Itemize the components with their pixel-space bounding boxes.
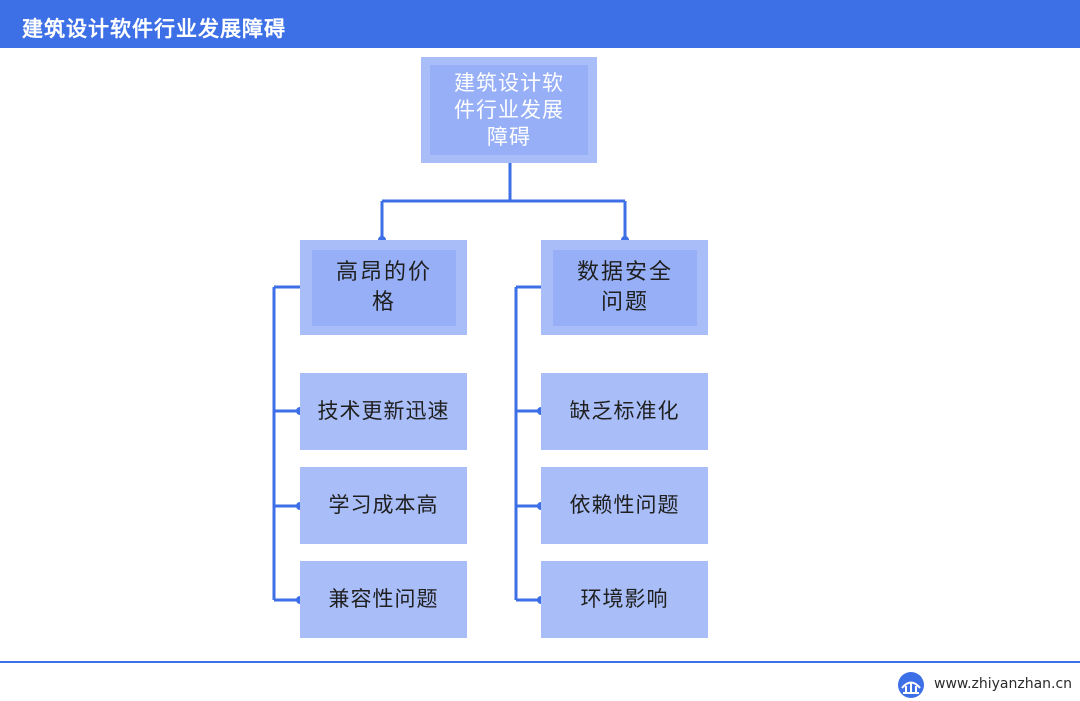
leaf-node: 环境影响 <box>541 561 708 638</box>
leaf-node-label: 依赖性问题 <box>569 493 680 517</box>
page-title: 建筑设计软件行业发展障碍 <box>22 17 286 41</box>
root-node-label: 建筑设计软件行业发展障碍 <box>454 70 564 149</box>
leaf-node-label: 环境影响 <box>580 587 669 611</box>
footer-url: www.zhiyanzhan.cn <box>934 676 1073 692</box>
footer-line <box>0 661 1080 663</box>
brand-logo-icon <box>898 672 924 698</box>
leaf-node: 学习成本高 <box>300 467 467 544</box>
leaf-node: 依赖性问题 <box>541 467 708 544</box>
leaf-node-label: 学习成本高 <box>328 493 439 517</box>
leaf-node-label: 兼容性问题 <box>328 587 439 611</box>
leaf-node-label: 缺乏标准化 <box>569 399 680 423</box>
branch-node-price: 高昂的价格 <box>300 240 467 335</box>
leaf-node-label: 技术更新迅速 <box>317 399 450 423</box>
branch-node-data-security-label: 数据安全问题 <box>576 260 673 315</box>
header-bar: 建筑设计软件行业发展障碍 <box>0 0 1080 48</box>
leaf-node: 缺乏标准化 <box>541 373 708 450</box>
leaf-node: 兼容性问题 <box>300 561 467 638</box>
root-node: 建筑设计软件行业发展障碍 <box>421 57 597 163</box>
root-node-inner: 建筑设计软件行业发展障碍 <box>430 65 588 155</box>
leaf-node: 技术更新迅速 <box>300 373 467 450</box>
branch-node-data-security-inner: 数据安全问题 <box>553 250 697 326</box>
branch-node-data-security: 数据安全问题 <box>541 240 708 335</box>
branch-node-price-inner: 高昂的价格 <box>312 250 456 326</box>
branch-node-price-label: 高昂的价格 <box>335 260 432 315</box>
